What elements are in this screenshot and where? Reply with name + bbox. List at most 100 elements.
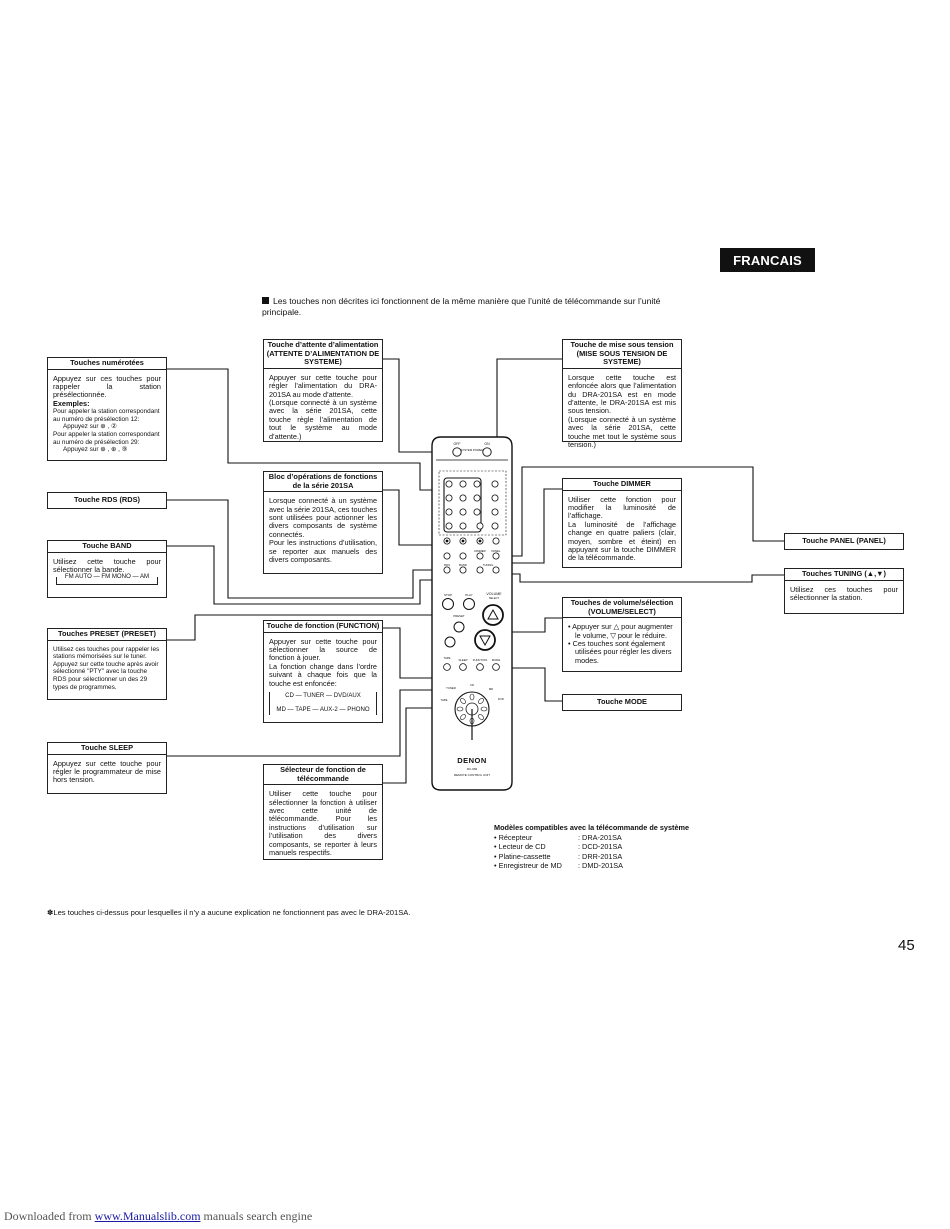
compatible-models-title: Modèles compatibles avec la télécommande… — [494, 823, 690, 832]
remote-rds-button[interactable] — [443, 566, 451, 574]
remote-brand-logo: DENON — [457, 756, 487, 765]
remote-key-0[interactable] — [459, 522, 467, 530]
remote-dimmer-button[interactable] — [476, 552, 484, 560]
remote-dimmer-label: DIMMER — [474, 549, 485, 553]
power-on-key-body2: (Lorsque connecté à un système avec la s… — [568, 414, 676, 450]
remote-band-button[interactable] — [459, 566, 467, 574]
remote-play-button[interactable] — [463, 598, 475, 610]
function-block-body2: Pour les instructions d’utilisation, se … — [269, 538, 377, 565]
standby-key-box: Touche d’attente d’alimentation (ATTENTE… — [263, 339, 383, 442]
mode-key-title: Touche MODE — [597, 697, 647, 706]
remote-model-label: RC-966 — [467, 767, 478, 771]
remote-key-6[interactable] — [473, 494, 481, 502]
remote-key-plus10[interactable] — [445, 522, 453, 530]
intro-note: Les touches non décrites ici fonctionnen… — [262, 296, 682, 317]
standby-key-body2: (Lorsque connecté à un système avec la s… — [269, 398, 377, 441]
remote-mode-button[interactable] — [492, 663, 500, 671]
remote-key-direct[interactable] — [491, 480, 499, 488]
tuning-keys-box: Touches TUNING (▲,▼) Utilisez ces touche… — [784, 568, 904, 614]
rds-key-title: Touche RDS (RDS) — [74, 495, 140, 504]
remote-key-7[interactable] — [445, 508, 453, 516]
remote-dial-tape-label: TAPE — [440, 698, 447, 702]
sleep-key-body: Appuyez sur cette touche pour régler le … — [53, 758, 161, 785]
footnote: ✽Les touches ci-dessus pour lesquelles i… — [47, 908, 411, 917]
remote-key-1[interactable] — [445, 480, 453, 488]
remote-volume-label: VOLUME — [486, 592, 502, 596]
standby-key-title: Touche d’attente d’alimentation (ATTENTE… — [264, 340, 382, 369]
remote-key-call[interactable] — [491, 494, 499, 502]
compatible-model-row: • Platine-cassette: DRR-201SA — [494, 851, 623, 861]
function-cycle-diagram: CD — TUNER — DVD/AUX MD — TAPE — AUX-2 —… — [269, 692, 377, 715]
remote-volume-up-button[interactable] — [482, 604, 504, 626]
function-block-box: Bloc d’opérations de fonctions de la sér… — [263, 471, 383, 574]
volume-keys-bullet1: • Appuyer sur △ pour augmenter le volume… — [568, 622, 673, 640]
remote-dial-dvd-label: DVD — [498, 697, 504, 701]
remote-sleep-button[interactable] — [459, 663, 467, 671]
remote-preset-label: PRESET — [453, 614, 464, 618]
numeric-keys-box: Touches numérotées Appuyez sur ces touch… — [47, 357, 167, 461]
remote-tuning-down-button[interactable] — [476, 566, 484, 574]
dimmer-key-body: Utiliser cette fonction pour modifier la… — [568, 494, 676, 521]
band-key-box: Touche BAND Utilisez cette touche pour s… — [47, 540, 167, 598]
power-on-key-subtitle: (MISE SOUS TENSION DE SYSTEME) — [576, 348, 668, 367]
remote-volume-down-button[interactable] — [474, 629, 496, 651]
manualslib-link[interactable]: www.Manualslib.com — [94, 1209, 201, 1223]
remote-key-8[interactable] — [459, 508, 467, 516]
remote-play-label: PLAY — [465, 593, 472, 597]
remote-select-label: SELECT — [489, 596, 500, 600]
remote-mode-label: MODE — [492, 658, 501, 662]
standby-key-body: Appuyer sur cette touche pour régler l’a… — [269, 372, 377, 399]
numeric-keys-example2: Pour appeler la station correspondant au… — [53, 431, 160, 446]
remote-tape-button[interactable] — [443, 663, 451, 671]
remote-selector-title: Sélecteur de fonction de télécommande — [264, 765, 382, 786]
remote-key-repeat[interactable] — [491, 522, 499, 530]
remote-off-label: OFF — [454, 442, 461, 446]
function-key-box: Touche de fonction (FUNCTION) Appuyer su… — [263, 620, 383, 723]
remote-key-9[interactable] — [473, 508, 481, 516]
remote-preset-up-button[interactable] — [453, 621, 465, 633]
remote-on-button[interactable] — [482, 447, 492, 457]
remote-panel-button[interactable] — [492, 552, 500, 560]
remote-key-tuner-a[interactable] — [443, 552, 451, 560]
remote-key-5[interactable] — [459, 494, 467, 502]
power-on-key-box: Touche de mise sous tension (MISE SOUS T… — [562, 339, 682, 449]
compatible-model-row: • Lecteur de CD: DCD-201SA — [494, 842, 623, 852]
volume-keys-subtitle: (VOLUME/SELECT) — [588, 606, 656, 616]
remote-stop-label: STOP — [444, 593, 452, 597]
remote-key-clear[interactable] — [491, 508, 499, 516]
remote-stop-button[interactable] — [442, 598, 454, 610]
remote-function-block — [438, 470, 507, 536]
remote-key-4[interactable] — [445, 494, 453, 502]
download-credit: Downloaded from www.Manualslib.com manua… — [4, 1209, 313, 1223]
remote-band-label: BAND — [459, 563, 467, 567]
numeric-keys-example1: Pour appeler la station correspondant au… — [53, 408, 160, 423]
panel-key-title: Touche PANEL (PANEL) — [802, 536, 886, 545]
remote-off-button[interactable] — [452, 447, 462, 457]
remote-key-2[interactable] — [459, 480, 467, 488]
remote-key-3[interactable] — [473, 480, 481, 488]
sleep-key-box: Touche SLEEP Appuyez sur cette touche po… — [47, 742, 167, 794]
function-block-title: Bloc d’opérations de fonctions de la sér… — [264, 472, 382, 493]
power-on-key-title: Touche de mise sous tension (MISE SOUS T… — [563, 340, 681, 369]
function-cycle-row2: MD — TAPE — AUX-2 — PHONO — [276, 706, 370, 714]
remote-function-button[interactable] — [476, 663, 484, 671]
standby-key-title-main: Touche d’attente d’alimentation — [267, 340, 379, 349]
remote-tape-label: TAPE — [443, 656, 450, 660]
page-number: 45 — [898, 937, 915, 954]
sleep-key-title: Touche SLEEP — [48, 743, 166, 755]
remote-panel-label: PANEL — [492, 549, 501, 553]
remote-key-tuner-b[interactable] — [459, 552, 467, 560]
function-key-body: Appuyer sur cette touche pour sélectionn… — [269, 636, 377, 663]
remote-tuning-up-button[interactable] — [492, 566, 500, 574]
volume-keys-box: Touches de volume/sélection (VOLUME/SELE… — [562, 597, 682, 672]
remote-key-d[interactable] — [492, 537, 500, 545]
volume-keys-bullet2: • Ces touches sont également utilisées p… — [568, 639, 672, 665]
function-key-title: Touche de fonction (FUNCTION) — [264, 621, 382, 633]
mode-key-box: Touche MODE — [562, 694, 682, 711]
preset-keys-title: Touches PRESET (PRESET) — [48, 629, 166, 641]
compatible-model-row: • Enregistreur de MD: DMD-201SA — [494, 861, 624, 871]
remote-key-random[interactable] — [476, 522, 484, 530]
preset-keys-body: Utilisez ces touches pour rappeler les s… — [53, 645, 160, 691]
remote-preset-down-button[interactable] — [444, 636, 456, 648]
band-flow-text: FM AUTO — FM MONO — AM — [62, 573, 152, 582]
